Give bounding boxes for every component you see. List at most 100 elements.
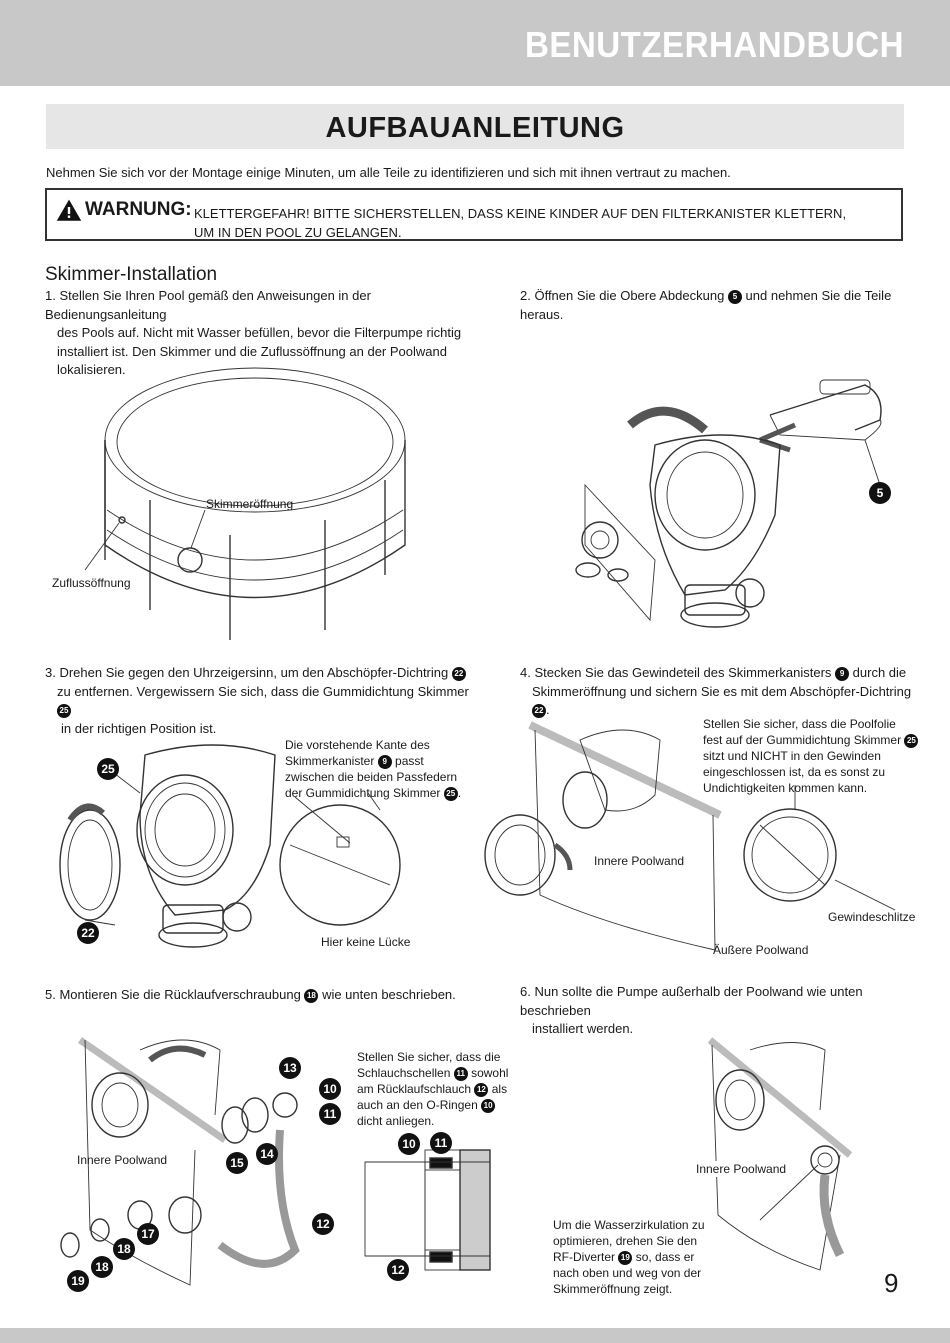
step-3-note-4-text: der Gummidichtung Skimmer [285, 786, 441, 800]
subheading: Skimmer-Installation [45, 264, 218, 285]
gasket-illustration [59, 744, 401, 948]
step-4-note-1: Stellen Sie sicher, dass die Poolfolie [703, 717, 896, 731]
step-6-note-1: Um die Wasserzirkulation zu [553, 1218, 705, 1232]
warning-line-1: KLETTERGEFAHR! BITTE SICHERSTELLEN, DASS… [194, 206, 847, 221]
ref-badge: 11 [453, 1066, 468, 1081]
callout-5: 5 [869, 482, 891, 504]
callout-10: 10 [319, 1078, 341, 1100]
step-4-line-2-post: . [546, 702, 550, 717]
step-4-line-2-text: Skimmeröffnung und sichern Sie es mit de… [532, 683, 912, 699]
label-inner-pool-wall: Innere Poolwand [77, 1153, 168, 1167]
step-6-note: Um die Wasserzirkulation zu optimieren, … [553, 1217, 723, 1297]
step-6-note-3: RF-Diverter 19 so, dass er [553, 1249, 723, 1265]
step-5-pre: 5. Montieren Sie die Rücklaufverschraubu… [45, 987, 301, 1002]
step-6-line-2: installiert werden. [532, 1021, 634, 1036]
step-4-note-4: eingeschlossen ist, da es sonst zu [703, 765, 886, 779]
header-bar: BENUTZERHANDBUCH [0, 0, 950, 86]
callout-11-detail: 11 [430, 1132, 452, 1154]
label-inner-pool-wall: Innere Poolwand [696, 1161, 787, 1177]
label-inlet-opening: Zuflussöffnung [52, 576, 131, 590]
step-3-note-4-post: . [457, 786, 462, 800]
ref-badge: 25 [904, 733, 919, 748]
callout-22: 22 [77, 922, 99, 944]
ref-badge: 10 [481, 1098, 496, 1113]
pool-illustration [84, 367, 406, 640]
ref-badge: 25 [57, 703, 71, 718]
step-4-note-2-text: fest auf der Gummidichtung Skimmer [703, 733, 902, 747]
step-5-note-2-text: Schlauchschellen [357, 1066, 451, 1080]
callout-18a: 18 [113, 1238, 135, 1260]
manual-title: BENUTZERHANDBUCH [524, 24, 904, 65]
warning-label-text: WARNUNG: [85, 199, 192, 220]
step-3-note-2: Skimmerkanister 9 passt [285, 753, 485, 769]
step-5-note-3: am Rücklaufschlauch 12 als [357, 1081, 527, 1097]
step-2-pre: 2. Öffnen Sie die Obere Abdeckung [520, 288, 725, 303]
step-4-line-2: Skimmeröffnung und sichern Sie es mit de… [520, 683, 920, 720]
step-3-note-1: Die vorstehende Kante des [285, 738, 430, 752]
warning-label: WARNUNG: [56, 199, 192, 221]
step-6-note-5: Skimmeröffnung zeigt. [553, 1282, 673, 1296]
warning-text: KLETTERGEFAHR! BITTE SICHERSTELLEN, DASS… [194, 204, 894, 242]
warning-icon [56, 199, 82, 221]
step-6-note-3-text: RF-Diverter [553, 1250, 615, 1264]
callout-18b: 18 [91, 1256, 113, 1278]
step-5-note-4-text: auch an den O-Ringen [357, 1098, 478, 1112]
step-3-line-2-text: zu entfernen. Vergewissern Sie sich, das… [57, 683, 469, 699]
ref-badge: 22 [451, 666, 466, 681]
callout-13: 13 [279, 1057, 301, 1079]
step-1-text: 1. Stellen Sie Ihren Pool gemäß den Anwe… [45, 287, 485, 380]
ref-badge: 22 [532, 703, 546, 718]
step-6-text: 6. Nun sollte die Pumpe außerhalb der Po… [520, 983, 920, 1039]
step-3-note-3: zwischen die beiden Passfedern [285, 770, 458, 784]
step-6-note-4: nach oben und weg von der [553, 1266, 702, 1280]
step-5-note-5: dicht anliegen. [357, 1114, 435, 1128]
footer-bar [0, 1328, 950, 1343]
step-5-note: Stellen Sie sicher, dass die Schlauchsch… [357, 1049, 527, 1129]
ref-badge: 18 [304, 988, 319, 1003]
step-2-text: 2. Öffnen Sie die Obere Abdeckung 5 und … [520, 287, 920, 324]
step-6-note-3-post: so, dass er [635, 1250, 695, 1264]
step-4-text: 4. Stecken Sie das Gewindeteil des Skimm… [520, 664, 920, 720]
section-title-box: AUFBAUANLEITUNG [46, 104, 904, 149]
ref-badge: 5 [727, 289, 742, 304]
step-6-line-1: 6. Nun sollte die Pumpe außerhalb der Po… [520, 984, 863, 1018]
step-2-post: und nehmen Sie die Teile heraus. [520, 288, 892, 322]
callout-14: 14 [256, 1143, 278, 1165]
step-1-line-3: installiert ist. Den Skimmer und die Zuf… [57, 343, 447, 378]
label-thread-slots: Gewindeschlitze [828, 910, 916, 924]
step-3-note-2-post: passt [395, 754, 424, 768]
callout-11: 11 [319, 1103, 341, 1125]
ref-badge: 19 [618, 1250, 633, 1265]
step-4-line-1-post: durch die [852, 665, 907, 680]
label-inner-pool-wall: Innere Poolwand [594, 854, 685, 868]
callout-17: 17 [137, 1223, 159, 1245]
step-4-note-2: fest auf der Gummidichtung Skimmer 25 [703, 732, 923, 748]
ref-badge: 9 [835, 666, 850, 681]
ref-badge: 25 [443, 786, 458, 801]
label-outer-pool-wall: Äußere Poolwand [713, 943, 809, 957]
warning-line-2: UM IN DEN POOL ZU GELANGEN. [194, 225, 402, 240]
step-3-note-4: der Gummidichtung Skimmer 25. [285, 785, 485, 801]
step-6-note-2: optimieren, drehen Sie den [553, 1234, 698, 1248]
step-1-line-1: 1. Stellen Sie Ihren Pool gemäß den Anwe… [45, 288, 371, 322]
step-4-note-3: sitzt und NICHT in den Gewinden [703, 749, 881, 763]
step-5-note-3-post: als [491, 1082, 508, 1096]
callout-12: 12 [312, 1213, 334, 1235]
hose-clamp-detail [364, 1149, 491, 1271]
ref-badge: 9 [377, 754, 392, 769]
return-fitting-illustration [60, 1037, 300, 1286]
step-4-note: Stellen Sie sicher, dass die Poolfolie f… [703, 716, 923, 796]
warning-box: WARNUNG: KLETTERGEFAHR! BITTE SICHERSTEL… [45, 188, 903, 241]
step-3-text: 3. Drehen Sie gegen den Uhrzeigersinn, u… [45, 664, 485, 738]
step-5-note-1: Stellen Sie sicher, dass die [357, 1050, 501, 1064]
ref-badge: 12 [474, 1082, 489, 1097]
step-4-note-5: Undichtigkeiten kommen kann. [703, 781, 868, 795]
page-number: 9 [884, 1268, 899, 1298]
intro-text: Nehmen Sie sich vor der Montage einige M… [46, 165, 731, 180]
step-5-text: 5. Montieren Sie die Rücklaufverschraubu… [45, 986, 485, 1005]
label-skimmer-opening: Skimmeröffnung [206, 497, 294, 511]
callout-19: 19 [67, 1270, 89, 1292]
skimmer-open-cover-illustration [575, 379, 882, 628]
step-5-note-4: auch an den O-Ringen 10 [357, 1097, 527, 1113]
callout-12-detail: 12 [387, 1259, 409, 1281]
